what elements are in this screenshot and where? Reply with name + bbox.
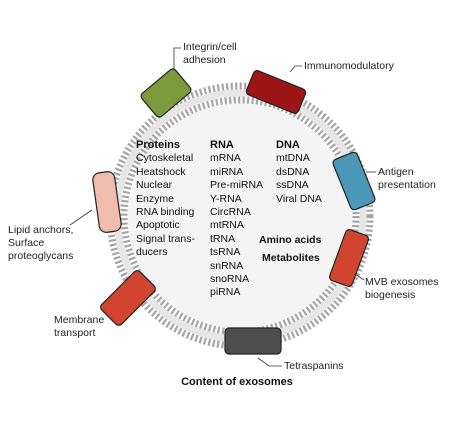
- rna-item: snRNA: [210, 259, 244, 272]
- label-lipid-anchors-line1: Lipid anchors,: [8, 224, 74, 236]
- label-tetraspanins-line1: Tetraspanins: [284, 360, 344, 372]
- leader-immunomodulatory: [289, 65, 302, 73]
- protein-item: Cytoskeletal: [136, 152, 194, 165]
- rna-item: tsRNA: [210, 246, 241, 259]
- dna-item: dsDNA: [276, 165, 310, 178]
- metabolites-label: Metabolites: [262, 252, 320, 264]
- proteins-header: Proteins: [136, 139, 181, 151]
- rna-item: mRNA: [210, 152, 241, 165]
- label-integrin-line2: adhesion: [183, 54, 226, 66]
- label-antigen: Antigen presentation: [378, 166, 436, 192]
- rna-item: tRNA: [210, 232, 236, 245]
- lipid-anchor-protein: [92, 171, 122, 233]
- rna-item: Pre-miRNA: [210, 179, 264, 192]
- dna-item: mtDNA: [276, 152, 310, 165]
- label-tetraspanins: Tetraspanins: [284, 360, 344, 373]
- label-immunomodulatory-line1: Immunomodulatory: [304, 60, 394, 72]
- label-immunomodulatory: Immunomodulatory: [304, 60, 394, 73]
- protein-item: Enzyme: [136, 192, 174, 205]
- dna-column: DNA mtDNA dsDNA ssDNA Viral DNA: [276, 139, 322, 206]
- dna-header: DNA: [276, 139, 300, 151]
- leader-lipid-anchors: [69, 209, 93, 226]
- mvb-protein: [329, 229, 369, 287]
- rna-item: CircRNA: [210, 206, 251, 219]
- leader-mvb: [354, 273, 365, 281]
- label-membrane-transport-line2: transport: [54, 327, 96, 339]
- protein-item: Nuclear: [136, 179, 173, 192]
- label-membrane-transport: Membrane transport: [54, 314, 104, 340]
- label-membrane-transport-line1: Membrane: [54, 314, 105, 326]
- protein-item: Heatshock: [136, 165, 186, 178]
- label-mvb: MVB exosomes biogenesis: [365, 276, 439, 302]
- protein-item: Apoptotic: [136, 219, 180, 232]
- protein-item: Signal trans-: [136, 232, 195, 245]
- antigen-protein: [332, 151, 376, 211]
- protein-item: ducers: [136, 246, 168, 259]
- rna-item: miRNA: [210, 165, 244, 178]
- tetraspanins-protein: [224, 327, 282, 355]
- rna-item: Y-RNA: [210, 192, 242, 205]
- immunomodulatory-protein: [245, 70, 307, 114]
- label-integrin: Integrin/cell adhesion: [183, 41, 237, 67]
- amino-acids-label: Amino acids: [259, 234, 322, 246]
- label-lipid-anchors-line2: Surface: [8, 237, 45, 249]
- rna-item: snoRNA: [210, 273, 250, 286]
- diagram-title: Content of exosomes: [181, 376, 293, 388]
- label-antigen-line1: Antigen: [378, 166, 414, 178]
- rna-header: RNA: [210, 139, 234, 151]
- rna-item: mtRNA: [210, 219, 244, 232]
- label-mvb-line1: MVB exosomes: [365, 276, 439, 288]
- protein-item: RNA binding: [136, 206, 195, 219]
- rna-column: RNA mRNA miRNA Pre-miRNA Y-RNA CircRNA m…: [210, 139, 263, 300]
- label-mvb-line2: biogenesis: [365, 289, 416, 301]
- label-antigen-line2: presentation: [378, 179, 436, 191]
- label-lipid-anchors-line3: proteoglycans: [8, 250, 74, 262]
- leader-integrin: [173, 47, 181, 70]
- dna-item: ssDNA: [276, 179, 309, 192]
- dna-item: Viral DNA: [276, 192, 322, 205]
- label-lipid-anchors: Lipid anchors, Surface proteoglycans: [8, 224, 73, 263]
- rna-item: piRNA: [210, 286, 241, 299]
- label-integrin-line1: Integrin/cell: [183, 41, 237, 53]
- integrin-protein: [140, 68, 192, 118]
- membrane-transport-protein: [100, 270, 156, 326]
- proteins-column: Proteins Cytoskeletal Heatshock Nuclear …: [136, 139, 195, 260]
- leader-tetraspanins: [257, 357, 282, 367]
